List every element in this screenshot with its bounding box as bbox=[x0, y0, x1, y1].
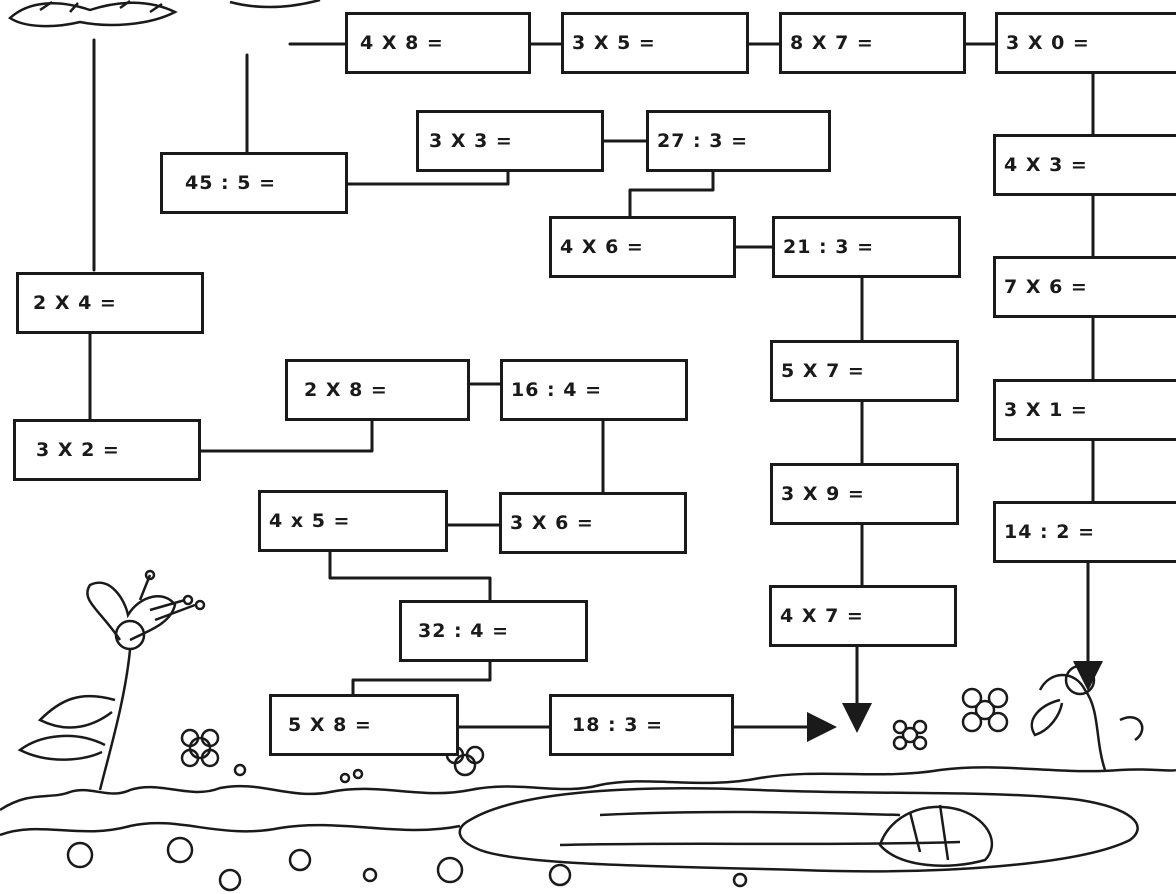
problem-box: 4 X 8 = bbox=[345, 12, 531, 74]
problem-box: 3 X 6 = bbox=[499, 492, 687, 554]
problem-box: 3 X 9 = bbox=[770, 463, 959, 525]
problem-text: 4 X 7 = bbox=[780, 605, 864, 627]
problem-box: 16 : 4 = bbox=[500, 359, 688, 421]
problem-box: 8 X 7 = bbox=[779, 12, 966, 74]
problem-box: 5 X 7 = bbox=[770, 340, 959, 402]
problem-text: 3 X 2 = bbox=[36, 439, 120, 461]
problem-box: 4 X 6 = bbox=[549, 216, 736, 278]
problem-box: 45 : 5 = bbox=[160, 152, 348, 214]
problem-text: 16 : 4 = bbox=[511, 379, 602, 401]
problem-text: 21 : 3 = bbox=[783, 236, 874, 258]
problem-box: 4 X 3 = bbox=[993, 134, 1176, 196]
problem-text: 3 X 3 = bbox=[429, 130, 513, 152]
problem-box: 2 X 8 = bbox=[285, 359, 470, 421]
problem-box: 5 X 8 = bbox=[269, 694, 459, 756]
problem-box: 4 x 5 = bbox=[258, 490, 448, 552]
problem-text: 3 X 1 = bbox=[1004, 399, 1088, 421]
problem-text: 8 X 7 = bbox=[790, 32, 874, 54]
problem-box: 3 X 1 = bbox=[993, 379, 1176, 441]
problem-text: 2 X 4 = bbox=[33, 292, 117, 314]
problem-text: 4 x 5 = bbox=[269, 510, 350, 532]
problem-text: 4 X 6 = bbox=[560, 236, 644, 258]
problem-box: 14 : 2 = bbox=[993, 501, 1176, 563]
problem-text: 3 X 6 = bbox=[510, 512, 594, 534]
problem-text: 18 : 3 = bbox=[572, 714, 663, 736]
problem-text: 32 : 4 = bbox=[418, 620, 509, 642]
problem-box: 27 : 3 = bbox=[646, 110, 831, 172]
problem-box: 21 : 3 = bbox=[772, 216, 961, 278]
problem-box: 18 : 3 = bbox=[549, 694, 734, 756]
problem-text: 3 X 0 = bbox=[1006, 32, 1090, 54]
problem-text: 5 X 8 = bbox=[288, 714, 372, 736]
problem-box: 4 X 7 = bbox=[769, 585, 957, 647]
problem-text: 4 X 8 = bbox=[360, 32, 444, 54]
problem-text: 4 X 3 = bbox=[1004, 154, 1088, 176]
problem-box: 7 X 6 = bbox=[993, 256, 1176, 318]
problem-box: 3 X 0 = bbox=[995, 12, 1176, 74]
problem-text: 3 X 9 = bbox=[781, 483, 865, 505]
creature-illustration bbox=[10, 0, 320, 26]
problem-text: 14 : 2 = bbox=[1004, 521, 1095, 543]
problem-box: 3 X 5 = bbox=[561, 12, 749, 74]
problem-text: 3 X 5 = bbox=[572, 32, 656, 54]
problem-box: 3 X 2 = bbox=[13, 419, 201, 481]
problem-text: 45 : 5 = bbox=[185, 172, 276, 194]
problem-text: 2 X 8 = bbox=[304, 379, 388, 401]
problem-box: 2 X 4 = bbox=[16, 272, 204, 334]
problem-box: 3 X 3 = bbox=[416, 110, 604, 172]
problem-text: 7 X 6 = bbox=[1004, 276, 1088, 298]
problem-text: 5 X 7 = bbox=[781, 360, 865, 382]
problem-text: 27 : 3 = bbox=[657, 130, 748, 152]
problem-box: 32 : 4 = bbox=[399, 600, 588, 662]
